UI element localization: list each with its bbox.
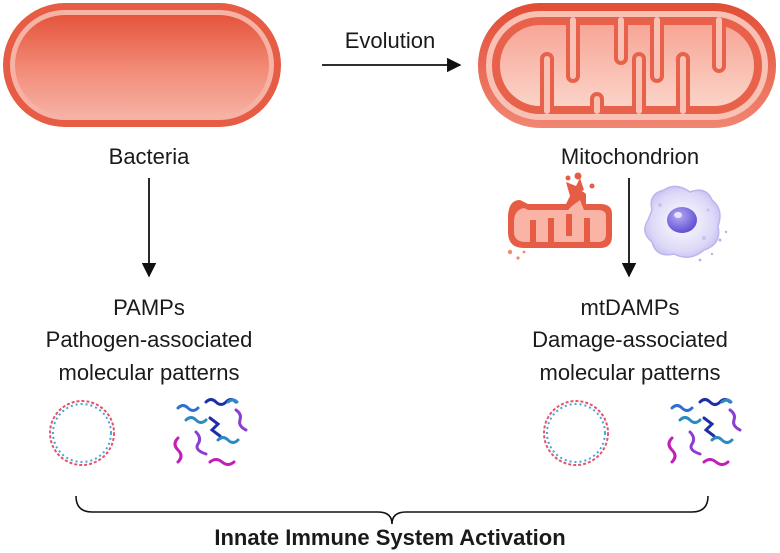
evolution-label: Evolution xyxy=(345,28,436,53)
pamps-line1: Pathogen-associated xyxy=(46,327,253,352)
dna-fragments-right-icon xyxy=(667,398,742,466)
mitochondrion-label: Mitochondrion xyxy=(561,144,699,169)
pamps-title: PAMPs xyxy=(113,295,185,320)
grouping-brace xyxy=(75,495,709,525)
damaged-mitochondrion-illustration xyxy=(507,172,612,260)
mtdamps-title: mtDAMPs xyxy=(581,295,680,320)
footer-title: Innate Immune System Activation xyxy=(214,525,565,550)
dna-fragments-left-icon xyxy=(173,398,248,466)
bacteria-label: Bacteria xyxy=(109,144,190,169)
pamps-line2: molecular patterns xyxy=(59,360,240,385)
mtdamps-line2: molecular patterns xyxy=(540,360,721,385)
circular-dna-right-icon xyxy=(543,400,609,466)
circular-dna-left-icon xyxy=(49,400,115,466)
mitochondrion-illustration xyxy=(478,3,776,128)
bacteria-illustration xyxy=(3,3,281,127)
mtdamps-line1: Damage-associated xyxy=(532,327,728,352)
damaged-cell-illustration xyxy=(644,185,728,262)
